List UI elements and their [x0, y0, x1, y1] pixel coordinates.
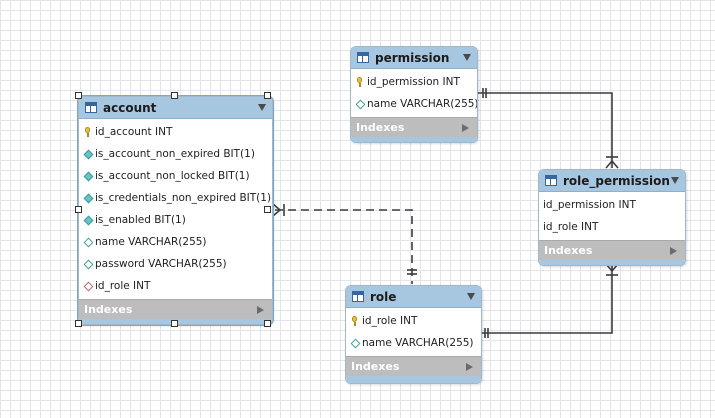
table-name: role — [370, 289, 397, 304]
resize-handle[interactable] — [75, 92, 82, 99]
column-row[interactable]: is_account_non_expired BIT(1) — [79, 143, 272, 165]
column-list: id_permission INT name VARCHAR(255) — [351, 69, 477, 117]
table-name: permission — [375, 50, 450, 65]
table-name: role_permission — [563, 173, 670, 188]
indexes-section[interactable]: Indexes — [79, 299, 272, 319]
table-permission[interactable]: permission id_permission INT name VARCHA… — [350, 46, 478, 143]
indexes-label: Indexes — [351, 360, 400, 373]
column-label: name VARCHAR(255) — [367, 98, 478, 110]
indexes-section[interactable]: Indexes — [539, 240, 685, 260]
table-footer — [346, 376, 481, 383]
table-icon — [85, 102, 97, 113]
indexes-label: Indexes — [84, 303, 133, 316]
resize-handle[interactable] — [171, 320, 178, 327]
indexes-label: Indexes — [544, 244, 593, 257]
table-role[interactable]: role id_role INT name VARCHAR(255) Index… — [345, 285, 482, 384]
column-label: id_account INT — [95, 126, 173, 138]
table-icon — [352, 291, 364, 302]
not-null-column-icon — [83, 149, 93, 159]
table-menu-arrow-icon[interactable] — [671, 177, 679, 184]
table-header[interactable]: permission — [351, 47, 477, 69]
expand-arrow-icon[interactable] — [257, 305, 264, 314]
column-list: id_role INT name VARCHAR(255) — [346, 308, 481, 356]
resize-handle[interactable] — [75, 206, 82, 213]
table-header[interactable]: role — [346, 286, 481, 308]
indexes-label: Indexes — [356, 121, 405, 134]
table-role-permission[interactable]: role_permission id_permission INT id_rol… — [538, 169, 686, 266]
column-row[interactable]: id_role INT — [79, 275, 272, 297]
column-row[interactable]: id_role INT — [346, 310, 481, 332]
column-label: name VARCHAR(255) — [95, 236, 207, 248]
column-row[interactable]: is_enabled BIT(1) — [79, 209, 272, 231]
column-label: id_role INT — [543, 221, 599, 233]
nullable-column-icon — [83, 259, 93, 269]
resize-handle[interactable] — [171, 92, 178, 99]
table-name: account — [103, 100, 157, 115]
column-row[interactable]: name VARCHAR(255) — [346, 332, 481, 354]
primary-key-icon — [83, 127, 93, 137]
indexes-section[interactable]: Indexes — [346, 356, 481, 376]
nullable-column-icon — [350, 338, 360, 348]
indexes-section[interactable]: Indexes — [351, 117, 477, 137]
resize-handle[interactable] — [264, 92, 271, 99]
column-label: id_permission INT — [543, 199, 636, 211]
expand-arrow-icon[interactable] — [466, 362, 473, 371]
not-null-column-icon — [83, 171, 93, 181]
column-row[interactable]: id_permission INT — [539, 194, 685, 216]
column-label: is_account_non_expired BIT(1) — [95, 148, 255, 160]
column-row[interactable]: name VARCHAR(255) — [351, 93, 477, 115]
table-header[interactable]: account — [79, 97, 272, 119]
relationship-role-role-permission[interactable] — [481, 263, 619, 338]
not-null-column-icon — [83, 193, 93, 203]
foreign-key-column-icon — [83, 281, 93, 291]
column-label: is_account_non_locked BIT(1) — [95, 170, 250, 182]
table-account[interactable]: account id_account INT is_account_non_ex… — [77, 95, 274, 326]
nullable-column-icon — [83, 237, 93, 247]
column-row[interactable]: name VARCHAR(255) — [79, 231, 272, 253]
column-label: is_credentials_non_expired BIT(1) — [95, 192, 272, 204]
table-menu-arrow-icon[interactable] — [467, 293, 475, 300]
table-menu-arrow-icon[interactable] — [463, 54, 471, 61]
expand-arrow-icon[interactable] — [670, 246, 677, 255]
column-list: id_account INT is_account_non_expired BI… — [79, 119, 272, 299]
column-list: id_permission INT id_role INT — [539, 192, 685, 240]
column-row[interactable]: id_account INT — [79, 121, 272, 143]
column-label: password VARCHAR(255) — [95, 258, 227, 270]
resize-handle[interactable] — [264, 206, 271, 213]
relationship-permission-role-permission[interactable] — [478, 88, 619, 169]
column-label: name VARCHAR(255) — [362, 337, 474, 349]
resize-handle[interactable] — [264, 320, 271, 327]
column-row[interactable]: is_account_non_locked BIT(1) — [79, 165, 272, 187]
table-icon — [545, 175, 557, 186]
nullable-column-icon — [355, 99, 365, 109]
primary-key-icon — [355, 77, 365, 87]
column-row[interactable]: id_role INT — [539, 216, 685, 238]
table-footer — [351, 137, 477, 142]
table-header[interactable]: role_permission — [539, 170, 685, 192]
column-label: id_role INT — [95, 280, 151, 292]
column-label: id_permission INT — [367, 76, 460, 88]
resize-handle[interactable] — [75, 320, 82, 327]
column-row[interactable]: password VARCHAR(255) — [79, 253, 272, 275]
relationship-role-account[interactable] — [272, 203, 417, 284]
column-label: is_enabled BIT(1) — [95, 214, 186, 226]
table-footer — [539, 260, 685, 265]
not-null-column-icon — [83, 215, 93, 225]
column-row[interactable]: is_credentials_non_expired BIT(1) — [79, 187, 272, 209]
column-row[interactable]: id_permission INT — [351, 71, 477, 93]
column-label: id_role INT — [362, 315, 418, 327]
expand-arrow-icon[interactable] — [462, 123, 469, 132]
table-menu-arrow-icon[interactable] — [258, 104, 266, 111]
table-icon — [357, 52, 369, 63]
primary-key-icon — [350, 316, 360, 326]
